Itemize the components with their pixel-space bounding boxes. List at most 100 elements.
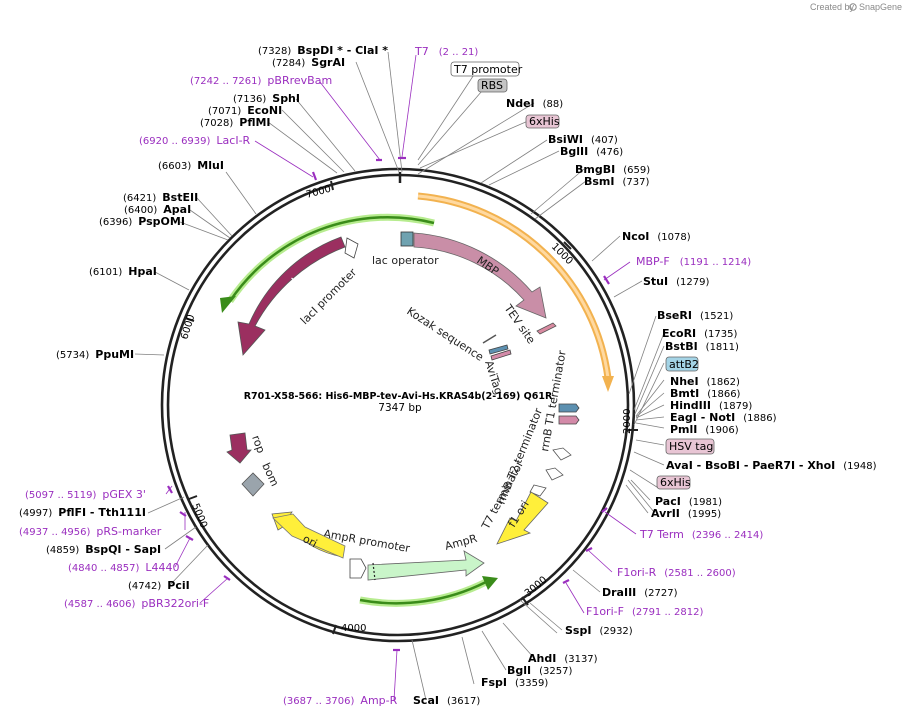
hindiii-pos: (1879) — [719, 401, 752, 412]
svg-text:F1ori-R(2581 .. 2600): F1ori-R(2581 .. 2600) — [617, 566, 736, 579]
ahdi-label: AhdI — [528, 652, 556, 665]
bsteii-pos: (6421) — [123, 193, 156, 204]
tick-label-6000: 6000 — [179, 313, 197, 341]
svg-text:(6421)BstEII: (6421) BstEII — [123, 191, 198, 204]
svg-text:ScaI(3617): ScaI (3617) — [413, 694, 480, 707]
svg-text:(4859)BspQI - SapI: (4859) BspQI - SapI — [46, 543, 161, 556]
avrii-pos: (1995) — [688, 509, 721, 520]
ecori-pos: (1735) — [704, 329, 737, 340]
laci-r-label: LacI-R — [216, 134, 250, 147]
t7-term-label: T7 Term — [639, 528, 684, 541]
tick-marks — [184, 172, 638, 635]
amp-r-pos: (3687 .. 3706) — [283, 696, 355, 707]
svg-text:PacI(1981): PacI(1981) — [655, 495, 722, 508]
bsiwi-label: BsiWI — [548, 133, 583, 146]
prs-marker-pos: (4937 .. 4956) — [19, 527, 91, 538]
svg-text:BmgBI(659): BmgBI(659) — [575, 163, 650, 176]
rop-label: rop — [249, 434, 267, 455]
watermark-prefix: Created by — [810, 2, 855, 12]
ori-label: ori — [301, 532, 320, 550]
orf-arrowhead — [602, 376, 614, 392]
mbp-f-label: MBP-F — [636, 255, 670, 268]
insert-marker-2 — [558, 415, 580, 425]
tick-6000 — [184, 317, 195, 322]
scai-label: ScaI — [413, 694, 439, 707]
svg-text:T7 Term(2396 .. 2414): T7 Term (2396 .. 2414) — [639, 528, 763, 541]
pgex3-label: pGEX 3' — [102, 488, 146, 501]
bseri-label: BseRI — [657, 309, 692, 322]
sspi-pos: (2932) — [599, 626, 632, 637]
svg-text:MBP-F(1191 .. 1214): MBP-F (1191 .. 1214) — [636, 255, 751, 268]
svg-text:BsmI(737): BsmI(737) — [584, 175, 649, 188]
bsiwi-pos: (407) — [591, 135, 618, 146]
tick-5000 — [188, 495, 198, 500]
svg-text:(4937 .. 4956)pRS-marker: (4937 .. 4956)pRS-marker — [19, 525, 162, 538]
t7-promoter-box: T7 promoter — [450, 61, 523, 77]
mbp-f-pos: (1191 .. 1214) — [680, 257, 752, 268]
map-length: 7347 bp — [378, 402, 422, 414]
bspdi-pos: (7328) — [258, 46, 291, 57]
rbs-box: RBS — [477, 78, 508, 93]
mlui-label: MluI — [197, 159, 224, 172]
mbp-feature — [413, 232, 547, 319]
sgrai-pos: (7284) — [272, 58, 305, 69]
label-connectors — [134, 51, 665, 701]
svg-text:PmlI(1906): PmlI(1906) — [670, 423, 739, 436]
snapgene-watermark: Created by SnapGene — [810, 2, 902, 12]
svg-text:AhdI(3137): AhdI(3137) — [528, 652, 598, 665]
amp-r-label: Amp-R — [360, 694, 397, 707]
bsmi-pos: (737) — [623, 177, 650, 188]
t7-term-pos: (2396 .. 2414) — [692, 530, 764, 541]
svg-text:BglI(3257): BglI(3257) — [507, 664, 572, 677]
rop-feature — [226, 432, 252, 464]
pflmi-label: PflMI — [239, 116, 270, 129]
laci-feature — [237, 236, 346, 356]
lac-operator-feature — [400, 231, 414, 247]
svg-text:SspI(2932): SspI(2932) — [565, 624, 633, 637]
stui-pos: (1279) — [676, 277, 709, 288]
nhei-label: NheI — [670, 375, 699, 388]
bspqi-pos: (4859) — [46, 545, 79, 556]
nhei-pos: (1862) — [707, 377, 740, 388]
svg-text:EagI - NotI(1886): EagI - NotI(1886) — [670, 411, 777, 424]
hpai-pos: (6101) — [89, 267, 122, 278]
primer-ticks — [167, 156, 610, 652]
scai-pos: (3617) — [447, 696, 480, 707]
laci-promoter-feature — [344, 237, 359, 259]
avai-label: AvaI - BsoBI - PaeR7I - XhoI — [666, 459, 835, 472]
hsv-tag-box: HSV tag — [665, 438, 715, 455]
ncoi-pos: (1078) — [657, 232, 690, 243]
bmti-label: BmtI — [670, 387, 699, 400]
bspqi-label: BspQI - SapI — [85, 543, 161, 556]
svg-text:NheI(1862): NheI (1862) — [670, 375, 740, 388]
paci-label: PacI — [655, 495, 681, 508]
watermark-brand: SnapGene — [859, 2, 902, 12]
eagi-label: EagI - NotI — [670, 411, 735, 424]
svg-text:(7284)SgrAI: (7284)SgrAI — [272, 56, 345, 69]
bsteii-label: BstEII — [162, 191, 198, 204]
svg-text:AvrII(1995): AvrII(1995) — [651, 507, 721, 520]
pcii-pos: (4742) — [128, 581, 161, 592]
svg-text:EcoRI(1735): EcoRI(1735) — [662, 327, 738, 340]
his6-bottom-text: 6xHis — [660, 476, 691, 489]
econi-pos: (7071) — [208, 106, 241, 117]
svg-text:BsiWI(407): BsiWI (407) — [548, 133, 618, 146]
pbrrevbam-label: pBRrevBam — [267, 74, 332, 87]
avai-pos: (1948) — [843, 461, 876, 472]
tick-3000 — [521, 596, 529, 606]
svg-text:(7242 .. 7261)pBRrevBam: (7242 .. 7261) pBRrevBam — [190, 74, 332, 87]
ncoi-label: NcoI — [622, 230, 649, 243]
laci-r-pos: (6920 .. 6939) — [139, 136, 211, 147]
pspomi-label: PspOMI — [138, 215, 185, 228]
tick-label-5000: 5000 — [189, 502, 209, 530]
attb2-text: attB2 — [669, 358, 699, 371]
tick-7000 — [330, 180, 334, 191]
pmli-label: PmlI — [670, 423, 697, 436]
svg-text:(4742)PciI: (4742)PciI — [128, 579, 190, 592]
pgex3-pos: (5097 .. 5119) — [25, 490, 97, 501]
kozak-feature — [482, 334, 497, 344]
bmgbi-label: BmgBI — [575, 163, 615, 176]
pflmi-pos: (7028) — [200, 118, 233, 129]
pbrrevbam-pos: (7242 .. 7261) — [190, 76, 262, 87]
